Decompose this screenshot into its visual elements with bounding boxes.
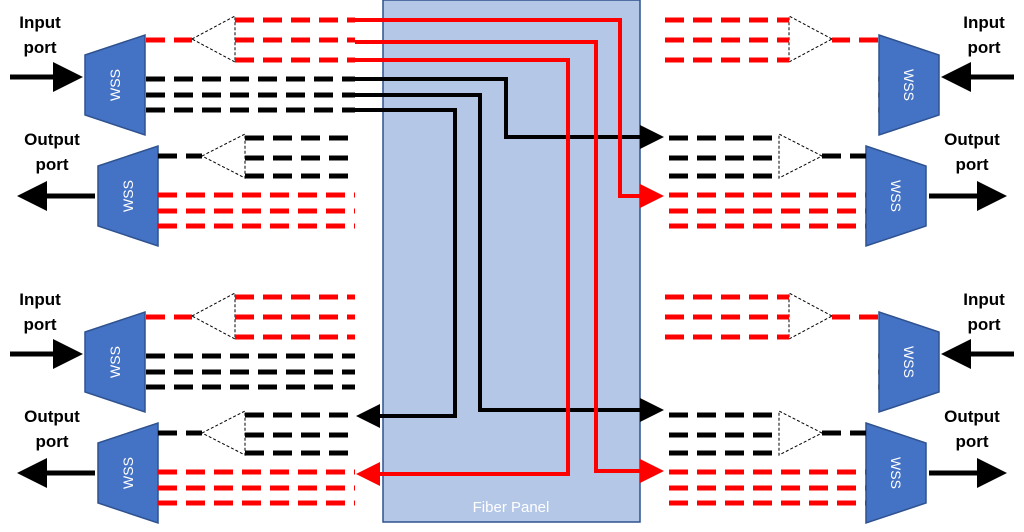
node-top-right-input-port-label-line1: Input xyxy=(963,13,1005,32)
node-top-left-input-port-label-line1: Input xyxy=(19,13,61,32)
node-top-right-input-port-label-line2: port xyxy=(967,38,1000,57)
node-top-right-output-splitter xyxy=(778,133,824,179)
node-bottom-left-output-port-label-line2: port xyxy=(35,432,68,451)
node-top-right-input-wss-label: WSS xyxy=(901,69,917,101)
node-bottom-left-input-wss xyxy=(84,310,146,414)
fiber-black-3 xyxy=(355,108,457,428)
node-bottom-right-input-wss-label: WSS xyxy=(901,346,917,378)
node-top-left-output-splitter xyxy=(200,133,246,179)
node-top-left-input-splitter xyxy=(190,15,236,63)
node-top-right-input-wss xyxy=(878,33,940,137)
node-top-right-input-splitter xyxy=(788,15,834,63)
fiber-black-1 xyxy=(355,77,664,149)
node-bottom-left-output-port-label-line1: Output xyxy=(24,407,80,426)
node-bottom-left-output-splitter xyxy=(200,410,246,456)
node-bottom-left-output-wss xyxy=(97,421,159,525)
fiber-panel-label: Fiber Panel xyxy=(473,499,550,516)
fiber-red-1 xyxy=(355,18,664,208)
node-bottom-right-input-port-label-line2: port xyxy=(967,315,1000,334)
node-top-left-output-port-label-line1: Output xyxy=(24,130,80,149)
node-bottom-left-input-splitter xyxy=(190,292,236,340)
node-bottom-right-output-splitter xyxy=(778,410,824,456)
node-top-left-input-wss-label: WSS xyxy=(107,69,123,101)
node-bottom-left-input-wss-label: WSS xyxy=(107,346,123,378)
node-bottom-right-input-splitter xyxy=(788,292,834,340)
node-bottom-right-output-wss-label: WSS xyxy=(888,457,904,489)
node-top-left-output-wss-label: WSS xyxy=(120,180,136,212)
fiber-red-2 xyxy=(355,40,664,483)
node-top-left-input-port-label-line2: port xyxy=(23,38,56,57)
node-bottom-right-output-port-label-line2: port xyxy=(955,432,988,451)
node-top-left-output-wss xyxy=(97,144,159,248)
node-bottom-left-input-port-label-line1: Input xyxy=(19,290,61,309)
node-top-left-output-port-label-line2: port xyxy=(35,155,68,174)
node-bottom-left-input-port-label-line2: port xyxy=(23,315,56,334)
node-top-left-input-wss xyxy=(84,33,146,137)
node-bottom-right-input-port-label-line1: Input xyxy=(963,290,1005,309)
node-top-right-output-port-label-line1: Output xyxy=(944,130,1000,149)
node-top-right-output-port-label-line2: port xyxy=(955,155,988,174)
node-bottom-right-input-wss xyxy=(878,310,940,414)
node-bottom-right-output-port-label-line1: Output xyxy=(944,407,1000,426)
cross-connect-fibers xyxy=(355,18,664,486)
fiber-red-3 xyxy=(355,58,570,486)
node-top-right-output-wss-label: WSS xyxy=(888,180,904,212)
node-bottom-left-output-wss-label: WSS xyxy=(120,457,136,489)
